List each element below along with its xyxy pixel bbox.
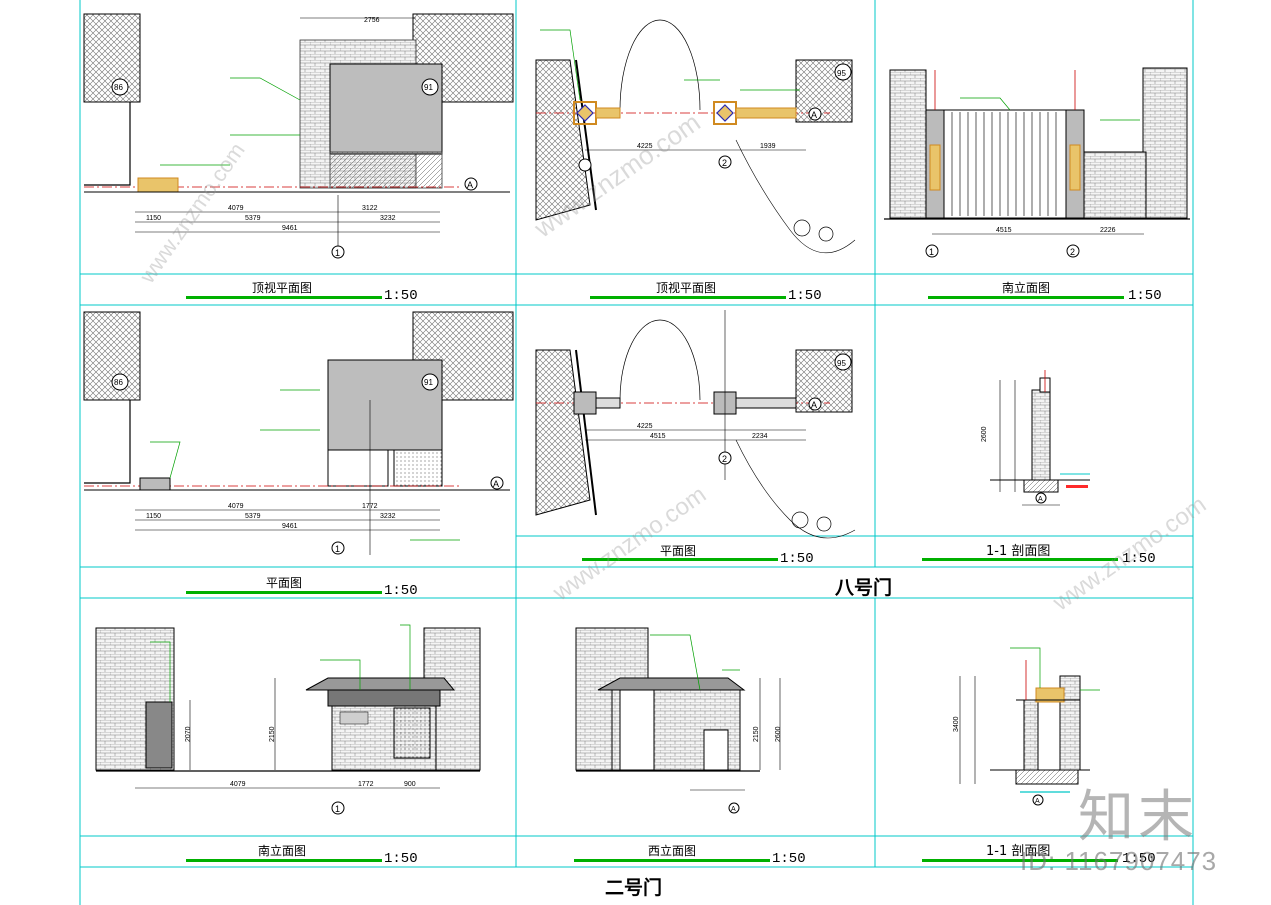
panel-9-scale: 1:50	[1122, 851, 1156, 867]
panel-3-axis-1: 1	[929, 247, 934, 257]
panel-1-dim-4079: 4079	[228, 205, 244, 212]
panel-7-dim-2070: 2070	[185, 726, 192, 742]
section-title-gate8: 八号门	[835, 577, 893, 599]
panel-1-dim-2756: 2756	[364, 17, 380, 24]
panel-6-drawing	[990, 370, 1090, 506]
panel-4-dim-3232: 3232	[380, 513, 396, 520]
panel-8-dim-2600: 2600	[775, 726, 782, 742]
panel-9-title: 1-1 剖面图	[986, 844, 1051, 859]
panel-8-scale: 1:50	[772, 851, 806, 867]
panel-1-dim-5379: 5379	[245, 215, 261, 222]
panel-6-axis-a: A	[1038, 496, 1043, 503]
panel-1-axis-a: A	[467, 180, 473, 190]
panel-3-dim-2226: 2226	[1100, 227, 1116, 234]
panel-3-scale: 1:50	[1128, 288, 1162, 304]
panel-6-title: 1-1 剖面图	[986, 544, 1051, 559]
panel-4-scale: 1:50	[384, 583, 418, 599]
panel-4-title: 平面图	[266, 576, 303, 590]
panel-1-dim-3122: 3122	[362, 205, 378, 212]
panel-1-dim-3232: 3232	[380, 215, 396, 222]
panel-9-drawing	[959, 647, 1100, 806]
panel-2-drawing	[535, 19, 856, 254]
panel-4-dim-5379: 5379	[245, 513, 261, 520]
panel-1-drawing	[83, 13, 514, 259]
panel-7-drawing	[95, 624, 481, 815]
section-title-gate2: 二号门	[605, 877, 663, 899]
panel-2-axis-a: A	[811, 110, 817, 120]
panel-2-dim-1939: 1939	[760, 143, 776, 150]
panel-7-axis-1: 1	[335, 804, 340, 814]
panel-3-drawing	[884, 67, 1190, 258]
panel-5-drawing	[535, 310, 856, 539]
panel-2-title: 顶视平面图	[656, 281, 717, 295]
panel-5-axis-a: A	[811, 400, 817, 410]
panel-1-axis-1: 1	[335, 248, 340, 258]
panel-7-dim-900: 900	[404, 781, 416, 788]
panel-5-dim-4515: 4515	[650, 433, 666, 440]
panel-2-dim-4225: 4225	[637, 143, 653, 150]
panel-3-dim-4515: 4515	[996, 227, 1012, 234]
panel-4-axis-1: 1	[335, 544, 340, 554]
watermark-id: ID: 1167907473	[1020, 846, 1218, 876]
panel-3-axis-2: 2	[1070, 247, 1075, 257]
panel-7-title: 南立面图	[258, 844, 307, 858]
panel-4-dim-4079: 4079	[228, 503, 244, 510]
panel-5-title: 平面图	[660, 544, 697, 558]
panel-4-dim-total: 9461	[282, 523, 298, 530]
panel-5-axis-2: 2	[722, 454, 727, 464]
scale-bars	[186, 296, 1124, 862]
panel-5-dim-4225: 4225	[637, 423, 653, 430]
watermark-logo: 知末	[1078, 785, 1198, 850]
panel-7-dim-1772: 1772	[358, 781, 374, 788]
panel-3-title: 南立面图	[1002, 281, 1051, 295]
panel-1-dim-1150: 1150	[146, 215, 161, 222]
panel-4-bldg91: 91	[424, 378, 433, 387]
panel-2-axis-2: 2	[722, 158, 727, 168]
panel-9-dim-3400: 3400	[953, 716, 960, 732]
panel-9-axis-a: A	[1035, 798, 1040, 805]
panel-5-bldg95: 95	[837, 359, 846, 368]
panel-7-dim-2150: 2150	[269, 726, 276, 742]
panel-7-scale: 1:50	[384, 851, 418, 867]
panel-8-dim-2150: 2150	[753, 726, 760, 742]
frame-lines	[79, 0, 1194, 905]
panel-4-dim-1772: 1772	[362, 503, 378, 510]
panel-5-scale: 1:50	[780, 551, 814, 567]
panel-5-dim-2234: 2234	[752, 433, 768, 440]
panel-8-title: 西立面图	[648, 844, 697, 858]
panel-4-axis-a: A	[493, 479, 499, 489]
panel-4-bldg86: 86	[114, 378, 123, 387]
panel-1-bldg86: 86	[114, 83, 123, 92]
panel-4-dim-1150: 1150	[146, 513, 161, 520]
panel-1-bldg91: 91	[424, 83, 433, 92]
panel-8-axis-a: A	[731, 806, 736, 813]
panel-1-dim-total: 9461	[282, 225, 298, 232]
panel-7-dim-4079: 4079	[230, 781, 246, 788]
panel-2-scale: 1:50	[788, 288, 822, 304]
panel-6-scale: 1:50	[1122, 551, 1156, 567]
panel-1-title: 顶视平面图	[252, 281, 313, 295]
panel-6-dim-2600: 2600	[981, 426, 988, 442]
panel-2-bldg95: 95	[837, 69, 846, 78]
panel-8-drawing	[575, 627, 781, 814]
panel-1-scale: 1:50	[384, 288, 418, 304]
panel-4-drawing	[83, 311, 514, 555]
